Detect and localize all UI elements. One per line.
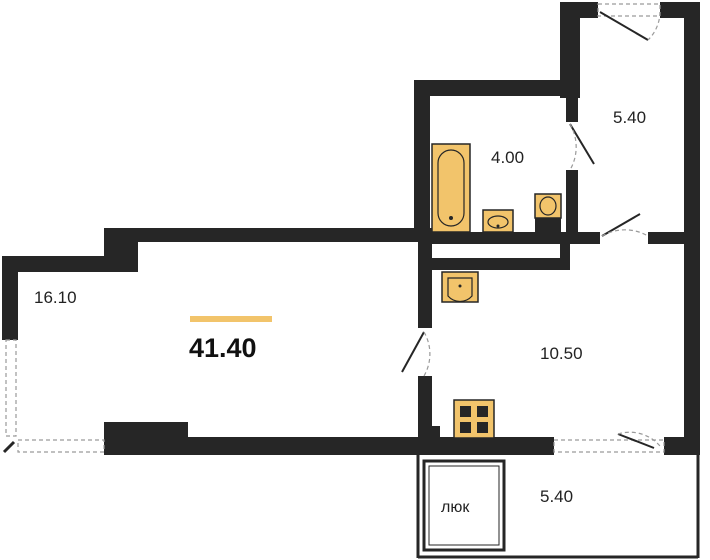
bathtub — [431, 143, 471, 233]
bathroom-sink — [482, 209, 514, 233]
total-area-accent-bar — [190, 316, 272, 322]
total-area-label: 41.40 — [189, 333, 257, 363]
kitchen-sink — [441, 271, 479, 303]
doors — [401, 11, 661, 449]
room-area-living-room: 16.10 — [34, 288, 77, 307]
balcony-outline — [416, 455, 700, 559]
room-area-bathroom: 4.00 — [491, 148, 524, 167]
hatch — [422, 459, 506, 552]
toilet — [534, 193, 562, 232]
fixtures — [431, 143, 562, 439]
stove — [453, 399, 495, 439]
room-area-storage-room: 5.40 — [613, 108, 646, 127]
windows — [2, 3, 665, 454]
room-area-balcony: 5.40 — [540, 487, 573, 506]
walls — [2, 2, 700, 455]
hatch-label: люк — [441, 499, 470, 516]
room-area-kitchen-hall: 10.50 — [540, 344, 583, 363]
